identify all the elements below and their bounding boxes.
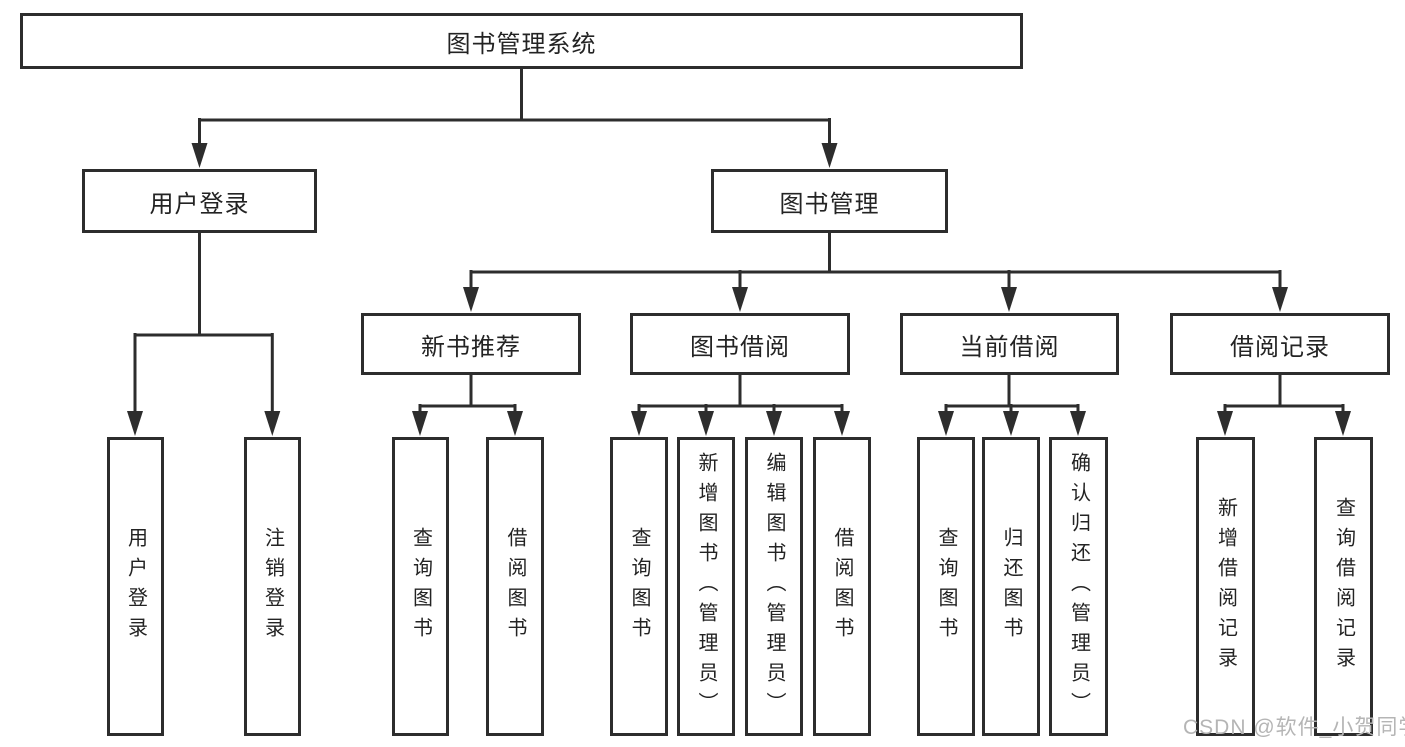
node-new-book-recommend-label: 新书推荐 [421,333,521,361]
node-current-borrow-label: 当前借阅 [959,333,1060,361]
leaf-user-login: 用户登录 [107,437,164,736]
node-book-borrow-label: 图书借阅 [690,333,790,361]
node-root: 图书管理系统 [20,13,1023,69]
leaf-borrow-books-1-label: 借阅图书 [504,526,526,647]
leaf-logout: 注销登录 [244,437,301,736]
leaf-query-books-2-label: 查询图书 [628,526,650,647]
leaf-query-books-1: 查询图书 [392,437,449,736]
leaf-logout-label: 注销登录 [261,526,284,647]
node-book-borrow: 图书借阅 [630,313,850,375]
node-root-label: 图书管理系统 [446,30,597,58]
node-book-management: 图书管理 [711,169,948,233]
leaf-query-books-1-label: 查询图书 [409,526,432,647]
leaf-query-borrow-record-label: 查询借阅记录 [1332,496,1355,677]
leaf-add-book-admin-label: 新增图书（管理员） [695,451,717,722]
leaf-add-borrow-record: 新增借阅记录 [1196,437,1255,736]
node-new-book-recommend: 新书推荐 [361,313,581,375]
leaf-edit-book-admin: 编辑图书（管理员） [745,437,803,736]
node-borrow-records: 借阅记录 [1170,313,1390,375]
node-user-login: 用户登录 [82,169,317,233]
leaf-add-book-admin: 新增图书（管理员） [677,437,735,736]
leaf-query-borrow-record: 查询借阅记录 [1314,437,1373,736]
leaf-borrow-books-1: 借阅图书 [486,437,544,736]
leaf-confirm-return-admin-label: 确认归还（管理员） [1067,451,1090,722]
arrowheads [127,143,1351,436]
leaf-return-book: 归还图书 [982,437,1040,736]
leaf-user-login-label: 用户登录 [124,526,147,647]
leaf-add-borrow-record-label: 新增借阅记录 [1214,496,1237,677]
node-user-login-label: 用户登录 [149,190,250,218]
csdn-watermark: CSDN @软件_小贺同学 [1183,716,1405,739]
leaf-borrow-books-2-label: 借阅图书 [831,526,853,647]
leaf-return-book-label: 归还图书 [1000,526,1022,647]
node-book-management-label: 图书管理 [779,190,880,218]
leaf-confirm-return-admin: 确认归还（管理员） [1049,437,1108,736]
node-current-borrow: 当前借阅 [900,313,1119,375]
leaf-query-books-3: 查询图书 [917,437,975,736]
leaf-query-books-3-label: 查询图书 [935,526,957,647]
leaf-edit-book-admin-label: 编辑图书（管理员） [763,451,785,722]
leaf-borrow-books-2: 借阅图书 [813,437,871,736]
leaf-query-books-2: 查询图书 [610,437,668,736]
node-borrow-records-label: 借阅记录 [1230,333,1330,361]
